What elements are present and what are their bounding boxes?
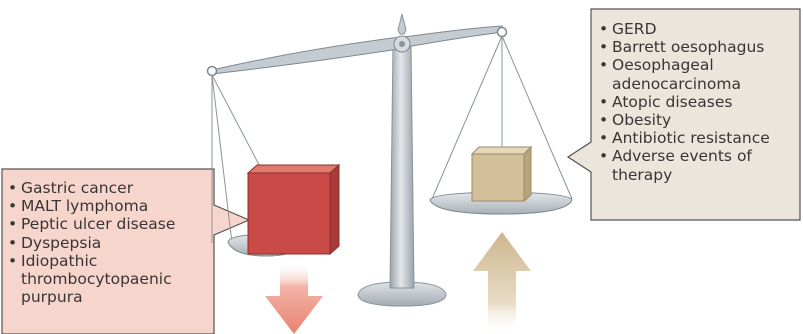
- list-item: Adverse events of therapy: [599, 147, 799, 183]
- scale-finial: [397, 13, 407, 35]
- list-item: Dyspepsia: [8, 234, 213, 252]
- list-item: Obesity: [599, 111, 799, 129]
- list-item: Idiopathic thrombocytopaenic purpura: [8, 252, 213, 307]
- scale-base: [357, 281, 447, 307]
- left-hook-ring: [206, 65, 218, 77]
- down-arrow-icon: [265, 262, 323, 334]
- left-risk-list: Gastric cancer MALT lymphoma Peptic ulce…: [8, 179, 213, 306]
- list-item: GERD: [599, 20, 799, 38]
- scale-pivot-center: [399, 41, 405, 47]
- list-item: Gastric cancer: [8, 179, 213, 197]
- right-pan: [429, 191, 573, 215]
- right-weight-cube: [470, 145, 533, 203]
- list-item: Oesophageal adenocarcinoma: [599, 56, 799, 92]
- list-item: Peptic ulcer disease: [8, 215, 213, 233]
- list-item: MALT lymphoma: [8, 197, 213, 215]
- scale-post: [389, 44, 415, 289]
- scale-beam: [211, 25, 505, 75]
- list-item: Barrett oesophagus: [599, 38, 799, 56]
- right-hook-ring: [496, 26, 508, 38]
- right-risk-list: GERD Barrett oesophagus Oesophageal aden…: [599, 20, 799, 184]
- up-arrow-icon: [473, 232, 531, 334]
- left-weight-cube: [246, 163, 341, 256]
- list-item: Atopic diseases: [599, 93, 799, 111]
- list-item: Antibiotic resistance: [599, 129, 799, 147]
